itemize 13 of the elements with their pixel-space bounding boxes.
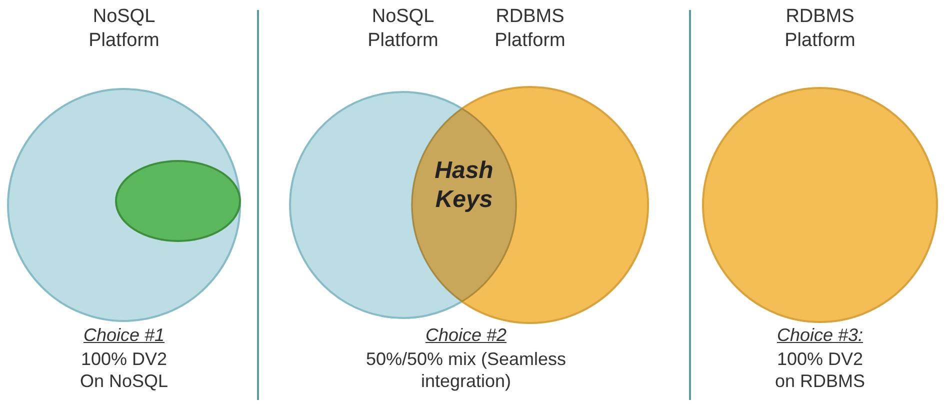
circle-heading: RDBMS Platform <box>784 5 856 53</box>
choice-description: 100% DV2 On NoSQL <box>78 348 170 392</box>
choice-title: Choice #1 <box>82 324 166 346</box>
choice-description: 100% DV2 on RDBMS <box>774 348 866 392</box>
choice-title: Choice #2 <box>424 324 508 346</box>
circle-heading: NoSQL Platform <box>366 5 440 53</box>
overlap-region <box>412 108 516 302</box>
choice-description: 50%/50% mix (Seamless integration) <box>364 348 568 392</box>
overlap-text: Hash Keys <box>434 156 494 214</box>
choice-title: Choice #3: <box>776 324 864 346</box>
circle-heading: NoSQL Platform <box>88 5 160 53</box>
circle-heading: RDBMS Platform <box>494 5 566 53</box>
ellipse-shape <box>115 160 241 242</box>
